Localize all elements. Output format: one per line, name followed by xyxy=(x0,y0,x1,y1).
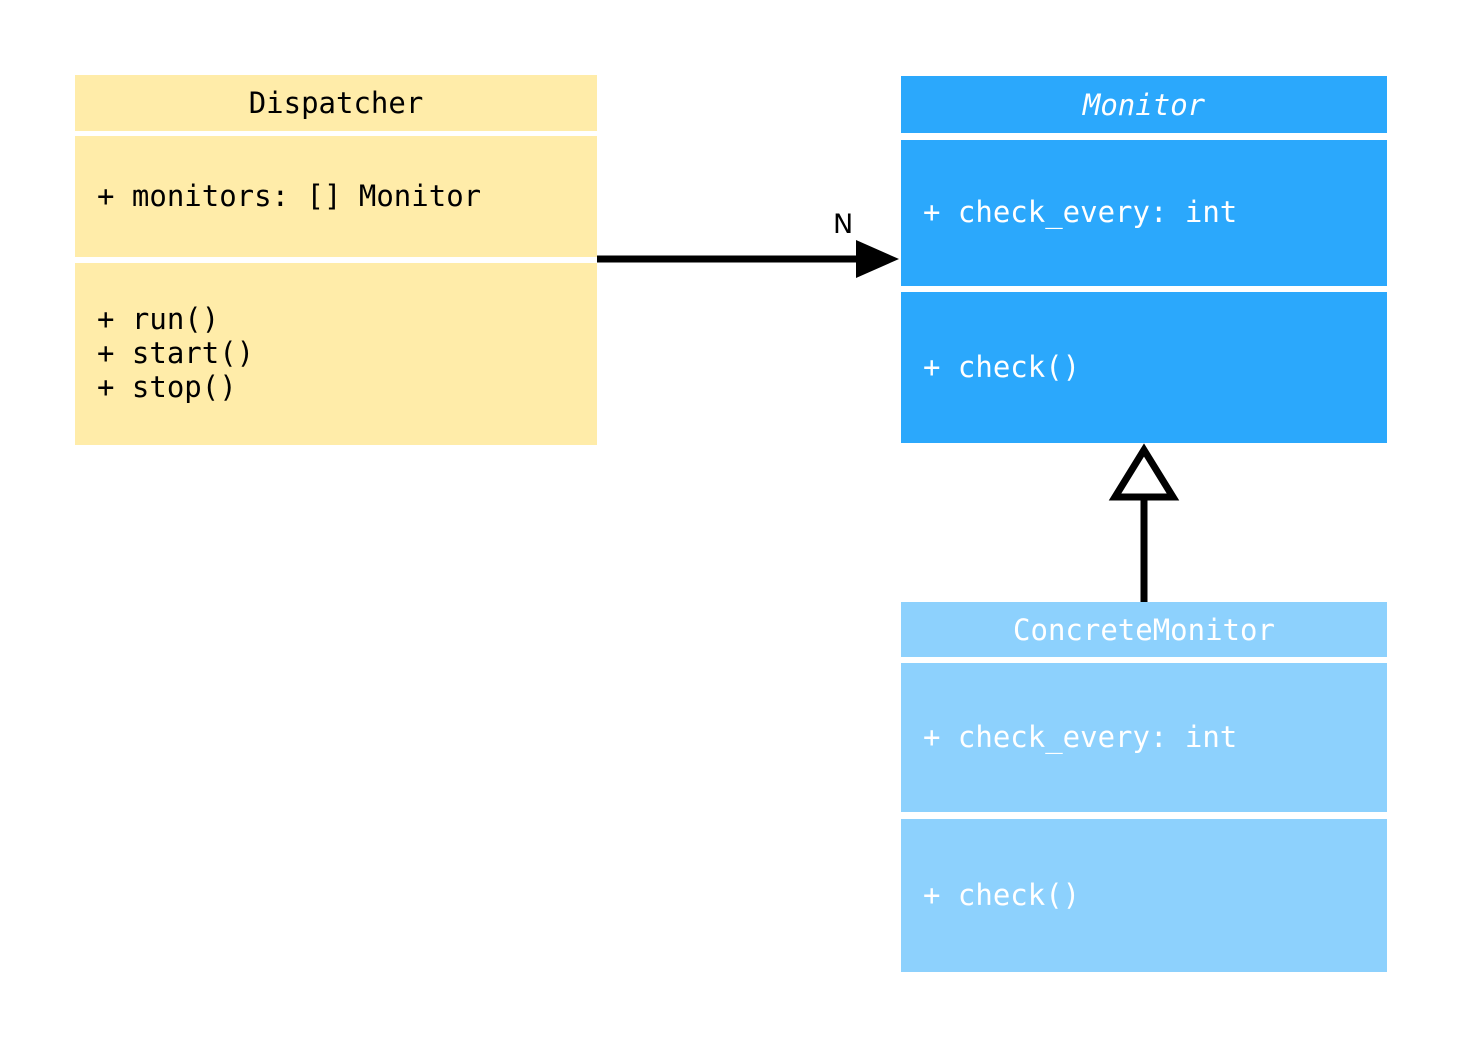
method-row: + check() xyxy=(923,877,1081,912)
method-row: + stop() xyxy=(97,369,237,404)
class-methods-concrete-monitor: + check() xyxy=(901,819,1387,972)
method-row: + start() xyxy=(97,336,255,371)
class-methods-monitor: + check() xyxy=(901,292,1387,443)
class-methods-dispatcher: + run() + start() + stop() xyxy=(75,263,597,445)
compartment-divider xyxy=(901,133,1387,140)
class-title-monitor: Monitor xyxy=(901,76,1387,133)
uml-class-dispatcher[interactable]: Dispatcher + monitors: [] Monitor + run(… xyxy=(75,75,597,445)
hollow-triangle-arrowhead-icon xyxy=(1108,443,1180,501)
attribute-row: + check_every: int xyxy=(923,195,1238,230)
association-multiplicity-label: N xyxy=(833,209,854,240)
edge-association-dispatcher-monitor xyxy=(597,240,899,278)
method-row: + check() xyxy=(923,349,1081,384)
attribute-row: + check_every: int xyxy=(923,719,1238,754)
class-attributes-monitor: + check_every: int xyxy=(901,140,1387,286)
class-title-concrete-monitor: ConcreteMonitor xyxy=(901,602,1387,657)
class-title-dispatcher: Dispatcher xyxy=(75,75,597,131)
attribute-row: + monitors: [] Monitor xyxy=(97,178,482,213)
method-row: + run() xyxy=(97,302,220,337)
uml-class-concrete-monitor[interactable]: ConcreteMonitor + check_every: int + che… xyxy=(901,602,1387,972)
solid-triangle-arrowhead-icon xyxy=(856,240,899,278)
compartment-divider xyxy=(901,812,1387,819)
class-attributes-dispatcher: + monitors: [] Monitor xyxy=(75,136,597,257)
uml-class-monitor[interactable]: Monitor + check_every: int + check() xyxy=(901,76,1387,443)
class-attributes-concrete-monitor: + check_every: int xyxy=(901,663,1387,812)
edge-generalization-concrete-monitor xyxy=(1108,443,1180,602)
